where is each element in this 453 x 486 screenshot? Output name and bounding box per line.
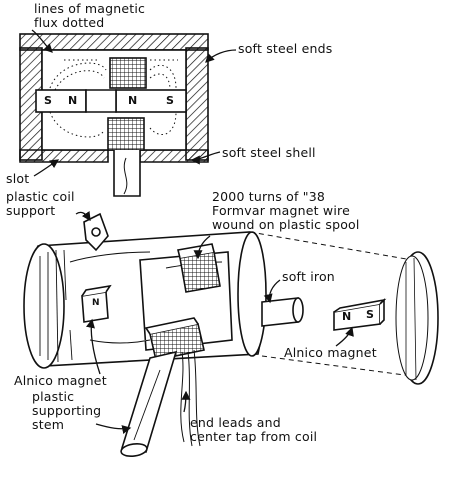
- upper-coil: [179, 251, 221, 293]
- lower-coil-section: [107, 117, 145, 151]
- label-leads-line1: end leads and: [190, 415, 281, 430]
- label-stem-line2: supporting: [32, 403, 102, 418]
- label-slot: slot: [6, 171, 30, 186]
- label-stem-line1: plastic: [32, 389, 75, 404]
- label-leads-line2: center tap from coil: [190, 429, 318, 444]
- cylinder-front-face: [23, 243, 65, 369]
- soft-iron-core: [85, 89, 117, 113]
- label-turns-line1: 2000 turns of "38: [212, 189, 326, 204]
- pole-s-magnet: S: [366, 308, 374, 321]
- upper-coil-section: [109, 57, 147, 89]
- pole-n-left: N: [68, 94, 78, 107]
- pole-s-right: S: [166, 94, 174, 107]
- label-coil-support-line1: plastic coil: [6, 189, 75, 204]
- shell-right-wall: [185, 47, 209, 161]
- pole-s-left: S: [44, 94, 52, 107]
- label-stem-line3: stem: [32, 417, 65, 432]
- cylinder-rear-end: [237, 231, 267, 357]
- exploded-view: [23, 212, 439, 458]
- shell-bottom-left: [19, 149, 109, 163]
- magnet-bar-right: [115, 89, 187, 113]
- label-alnico-right: Alnico magnet: [284, 345, 377, 360]
- label-alnico-left: Alnico magnet: [14, 373, 107, 388]
- label-soft-steel-shell: soft steel shell: [222, 145, 316, 160]
- plastic-stem: [120, 350, 178, 453]
- label-soft-steel-ends: soft steel ends: [238, 41, 333, 56]
- pole-n-magnet: N: [342, 310, 352, 323]
- left-alnico-magnet: [81, 291, 109, 323]
- label-soft-iron: soft iron: [282, 269, 335, 284]
- cross-section: [19, 33, 209, 197]
- label-turns-line3: wound on plastic spool: [212, 217, 360, 232]
- pole-n-open: N: [92, 298, 100, 308]
- label-flux-line1: lines of magnetic: [34, 1, 146, 16]
- shell-bottom-right: [139, 149, 209, 163]
- label-coil-support-line2: support: [6, 203, 56, 218]
- section-stem: [113, 150, 141, 197]
- label-flux-line2: flux dotted: [34, 15, 105, 30]
- label-turns-line2: Formvar magnet wire: [212, 203, 350, 218]
- front-coil: [149, 323, 205, 361]
- pole-n-right: N: [128, 94, 138, 107]
